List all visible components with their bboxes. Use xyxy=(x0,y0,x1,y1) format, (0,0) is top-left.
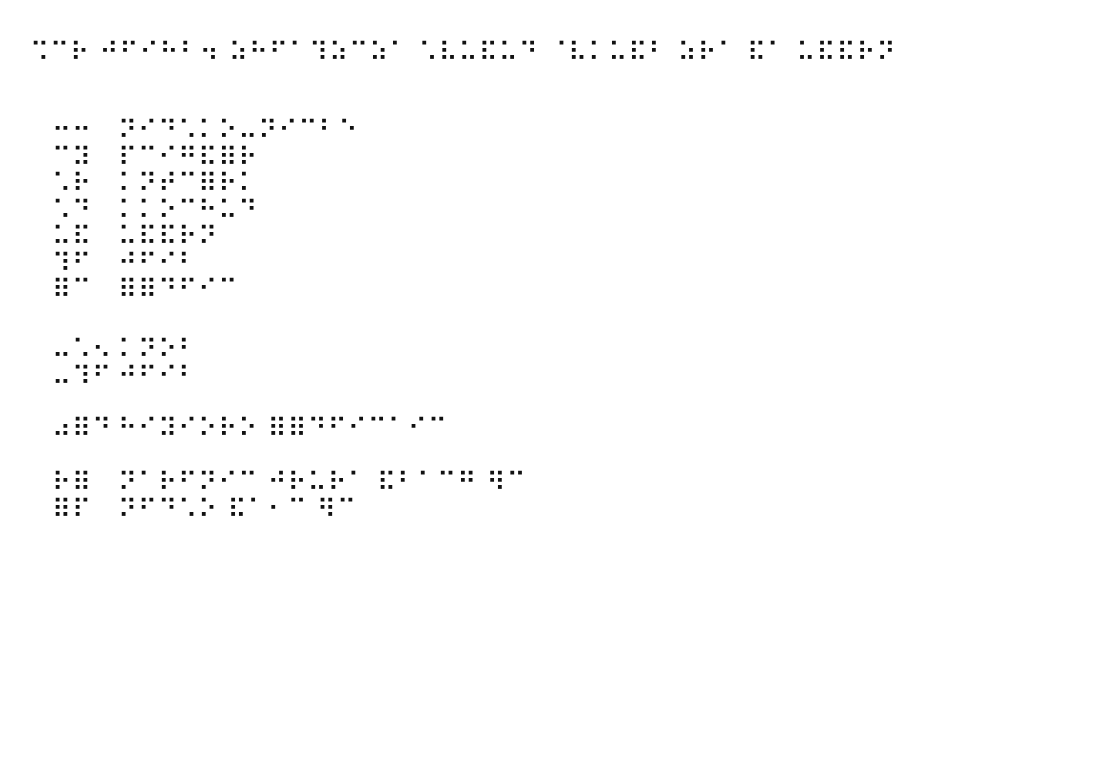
row-text: ⠚⠋⠊⠃ xyxy=(118,361,199,392)
row-text: ⠅⠝⠕⠃ xyxy=(118,335,199,365)
row-code: ⠿⠉ xyxy=(52,275,93,305)
row-code: ⠡⠙ xyxy=(52,195,93,226)
row-text: ⠚⠋⠊⠃ xyxy=(118,248,199,279)
row-code: ⠉⠽ xyxy=(52,142,93,173)
row-text: ⠝⠋⠙⠡⠕ ⠯⠁⠂⠉ ⠻⠉ xyxy=(118,494,358,525)
row-code: ⠗⠿ xyxy=(52,468,93,498)
page-title: ⠩⠉⠗ ⠚⠋⠊⠓⠃⠲ ⠵⠓⠋⠁⠹⠵⠉⠵⠁ ⠡⠧⠥⠯⠥⠙ ⠈⠧⠅⠥⠯⠃ ⠵⠗⠁ ⠯… xyxy=(30,38,897,68)
row-text: ⠏⠉⠊⠛⠯⠿⠗ xyxy=(118,142,259,173)
braille-group-1: ⠒⠒ ⠝⠊⠙⠡⠅⠕⠤⠝⠊⠉⠃⠑ ⠉⠽ ⠏⠉⠊⠛⠯⠿⠗ ⠡⠗ ⠅⠝⠞⠉⠿⠗⠅ ⠡⠙… xyxy=(52,118,359,304)
row-code: ⠡⠗ xyxy=(52,169,93,199)
braille-row: ⠹⠋ ⠚⠋⠊⠃ xyxy=(52,248,359,279)
row-code: ⠒⠒ xyxy=(52,116,93,146)
braille-row: ⠿⠉ ⠿⠿⠙⠋⠊⠉ xyxy=(52,277,359,304)
row-text: ⠥⠯⠯⠗⠝ xyxy=(118,222,219,252)
braille-row: ⠤⠹⠋ ⠚⠋⠊⠃ xyxy=(52,361,199,392)
row-text: ⠅⠝⠞⠉⠿⠗⠅ xyxy=(118,169,259,199)
row-text: ⠿⠿⠙⠋⠊⠉ xyxy=(118,275,239,305)
row-code: ⠿⠏ xyxy=(52,494,93,525)
row-text: ⠝⠊⠙⠡⠅⠕⠤⠝⠊⠉⠃⠑ xyxy=(118,116,359,146)
braille-row: ⠿⠏ ⠝⠋⠙⠡⠕ ⠯⠁⠂⠉ ⠻⠉ xyxy=(52,494,527,525)
braille-group-3: ⠴⠿⠙ ⠓⠊⠽⠊⠕⠗⠕ ⠿⠿⠙⠋⠊⠉⠁⠊⠉ xyxy=(52,416,448,443)
row-text: ⠅⠅⠕⠉⠓⠥⠙ xyxy=(118,195,259,226)
braille-row: ⠡⠗ ⠅⠝⠞⠉⠿⠗⠅ xyxy=(52,171,359,198)
row-code: ⠹⠋ xyxy=(52,248,93,279)
braille-row: ⠉⠽ ⠏⠉⠊⠛⠯⠿⠗ xyxy=(52,142,359,173)
braille-row: ⠗⠿ ⠝⠁⠗⠋⠝⠊⠉ ⠚⠗⠥⠗⠁ ⠯⠃⠁⠉⠛ ⠻⠉ xyxy=(52,470,527,497)
braille-row: ⠴⠿⠙ ⠓⠊⠽⠊⠕⠗⠕ ⠿⠿⠙⠋⠊⠉⠁⠊⠉ xyxy=(52,416,448,443)
braille-group-4: ⠗⠿ ⠝⠁⠗⠋⠝⠊⠉ ⠚⠗⠥⠗⠁ ⠯⠃⠁⠉⠛ ⠻⠉ ⠿⠏ ⠝⠋⠙⠡⠕ ⠯⠁⠂⠉ … xyxy=(52,470,527,523)
row-code: ⠤⠹⠋ xyxy=(52,361,113,392)
row-code: ⠴⠿⠙ xyxy=(52,414,113,444)
braille-row: ⠥⠯ ⠥⠯⠯⠗⠝ xyxy=(52,224,359,251)
braille-row: ⠒⠒ ⠝⠊⠙⠡⠅⠕⠤⠝⠊⠉⠃⠑ xyxy=(52,118,359,145)
braille-row: ⠤⠡⠢ ⠅⠝⠕⠃ xyxy=(52,337,198,364)
braille-row: ⠡⠙ ⠅⠅⠕⠉⠓⠥⠙ xyxy=(52,195,359,226)
braille-group-2: ⠤⠡⠢ ⠅⠝⠕⠃ ⠤⠹⠋ ⠚⠋⠊⠃ xyxy=(52,337,198,390)
row-code: ⠥⠯ xyxy=(52,222,93,252)
row-text: ⠝⠁⠗⠋⠝⠊⠉ ⠚⠗⠥⠗⠁ ⠯⠃⠁⠉⠛ ⠻⠉ xyxy=(118,468,527,498)
row-text: ⠓⠊⠽⠊⠕⠗⠕ ⠿⠿⠙⠋⠊⠉⠁⠊⠉ xyxy=(118,414,448,444)
row-code: ⠤⠡⠢ xyxy=(52,335,113,365)
